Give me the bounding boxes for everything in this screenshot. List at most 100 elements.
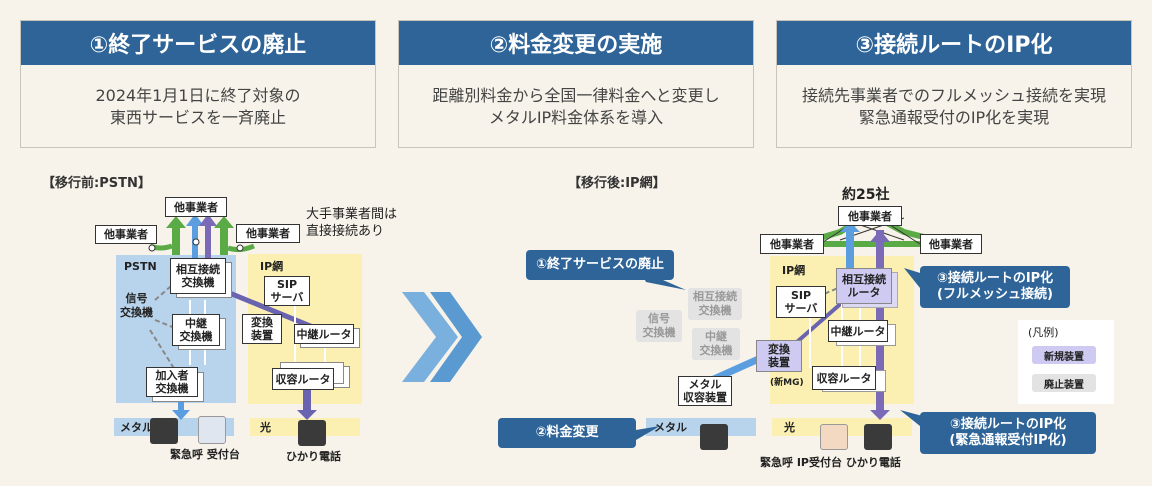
- gear-icon: [236, 244, 244, 252]
- node-line: メタル: [688, 378, 722, 391]
- green-arrow: [166, 216, 186, 255]
- card-line: 東西サービスを一斉廃止: [109, 108, 286, 127]
- before-trunk-switch: 中継交換機: [172, 314, 220, 346]
- before-signal-switch: 信号交換機: [120, 292, 153, 320]
- node-line: ルータ: [847, 286, 881, 299]
- node-line: 交換機: [179, 330, 213, 343]
- card-line: 2024年1月1日に終了対象の: [95, 86, 301, 105]
- ghost-trunk-switch: 中継交換機: [692, 328, 740, 360]
- blue-arrow: [840, 222, 860, 290]
- card-line: 緊急通報受付のIP化を実現: [858, 108, 1050, 127]
- callout-line: (緊急通報受付IP化): [949, 433, 1067, 448]
- before-note: 大手事業者間は 直接接続あり: [306, 206, 397, 240]
- node-line: 中継: [705, 330, 727, 343]
- after-right-carrier: 他事業者: [920, 234, 982, 254]
- node-line: サーバ: [270, 291, 304, 304]
- gear-icon: [192, 238, 200, 246]
- ghost-signal-switch: 信号交換機: [636, 310, 682, 342]
- node-line: SIP: [790, 289, 812, 302]
- after-access-router: 収容ルータ: [812, 366, 876, 390]
- callout-fullmesh: ③接続ルートのIP化(フルメッシュ接続): [920, 266, 1070, 308]
- phone-icon: [864, 424, 892, 450]
- card-title: ①終了サービスの廃止: [21, 21, 375, 65]
- operator-icon: [820, 424, 848, 450]
- before-right-carrier: 他事業者: [236, 224, 300, 243]
- card-service-termination: ①終了サービスの廃止 2024年1月1日に終了対象の 東西サービスを一斉廃止: [20, 20, 376, 148]
- node-line: 装置: [251, 329, 273, 342]
- after-label: 【移行後:IP網】: [568, 176, 666, 191]
- after-trunk-router: 中継ルータ: [828, 320, 888, 342]
- node-line: サーバ: [784, 302, 818, 315]
- note-line: 直接接続あり: [306, 224, 385, 239]
- operator-icon: [198, 416, 226, 444]
- callout-pointer: [636, 426, 660, 440]
- node-line: 交換機: [698, 304, 732, 317]
- node-line: 変換: [251, 316, 273, 329]
- chevron-right-icon: [402, 292, 482, 382]
- node-line: 交換機: [120, 306, 153, 319]
- legend-title: (凡例): [1028, 326, 1059, 339]
- node-line: 装置: [768, 356, 790, 369]
- purple-arrow-top: [870, 230, 890, 242]
- card-title: ③接続ルートのIP化: [777, 21, 1131, 65]
- callout-rate-change: ②料金変更: [498, 418, 636, 448]
- after-converter: 変換装置: [756, 340, 802, 372]
- card-rate-change: ②料金変更の実施 距離別料金から全国一律料金へと変更し メタルIP料金体系を導入: [398, 20, 754, 148]
- legend-new: 新規装置: [1032, 346, 1096, 364]
- new-mg-label: (新MG): [770, 378, 804, 388]
- ghost-ic-switch: 相互接続交換機: [688, 288, 742, 320]
- blue-down-arrow: [172, 395, 190, 420]
- callout-service-termination: ①終了サービスの廃止: [526, 250, 674, 280]
- after-left-carrier: 他事業者: [760, 234, 824, 254]
- before-top-carrier: 他事業者: [165, 197, 227, 217]
- card-line: 距離別料金から全国一律料金へと変更し: [432, 86, 720, 105]
- phone-icon: [150, 418, 178, 444]
- after-top-carrier: 他事業者: [838, 206, 902, 226]
- node-line: 信号: [125, 292, 148, 305]
- before-trunk-router: 中継ルータ: [294, 324, 354, 344]
- node-line: SIP: [276, 278, 298, 291]
- after-ic-router: 相互接続ルータ: [836, 268, 892, 304]
- metal-label: メタル: [120, 421, 153, 434]
- dashed-link: [154, 319, 181, 331]
- before-access-router: 収容ルータ: [272, 368, 334, 390]
- hikari-label: 光: [260, 421, 271, 434]
- node-line: 相互接続: [693, 290, 737, 303]
- before-label: 【移行前:PSTN】: [42, 176, 151, 191]
- node-line: 相互接続: [176, 263, 220, 276]
- node-line: 相互接続: [842, 273, 886, 286]
- legend-old: 廃止装置: [1032, 374, 1096, 392]
- before-subscriber-switch: 加入者交換機: [146, 367, 198, 397]
- card-title: ②料金変更の実施: [399, 21, 753, 65]
- phone-icon: [700, 424, 728, 450]
- purple-down-arrow: [297, 390, 317, 420]
- approx-count: 約25社: [842, 187, 890, 203]
- before-emergency-label: 緊急呼 受付台: [170, 448, 240, 461]
- phone-icon: [298, 420, 326, 446]
- before-interconnect-switch: 相互接続交換機: [170, 258, 226, 294]
- node-line: 中継: [185, 317, 207, 330]
- purple-arrow: [199, 214, 217, 275]
- node-line: 交換機: [699, 344, 733, 357]
- gear-icon: [148, 244, 156, 252]
- callout-emergency: ③接続ルートのIP化(緊急通報受付IP化): [920, 412, 1096, 454]
- pstn-label: PSTN: [124, 260, 157, 273]
- node-line: 加入者: [155, 369, 189, 382]
- before-converter: 変換装置: [242, 314, 282, 344]
- after-ipnet-label: IP網: [782, 264, 806, 277]
- after-metal-label: メタル: [654, 421, 687, 434]
- note-line: 大手事業者間は: [306, 207, 398, 222]
- before-left-carrier: 他事業者: [95, 225, 157, 244]
- callout-line: (フルメッシュ接続): [937, 287, 1053, 302]
- callout-line: ③接続ルートのIP化: [949, 417, 1067, 432]
- node-line: 交換機: [181, 276, 215, 289]
- node-line: 収容装置: [683, 391, 727, 404]
- dashed-link: [809, 287, 839, 301]
- after-hikari-label: 光: [784, 421, 795, 434]
- node-line: 交換機: [642, 326, 676, 339]
- node-line: 交換機: [155, 382, 189, 395]
- callout-line: ③接続ルートのIP化: [936, 271, 1054, 286]
- ipnet-label: IP網: [260, 260, 284, 273]
